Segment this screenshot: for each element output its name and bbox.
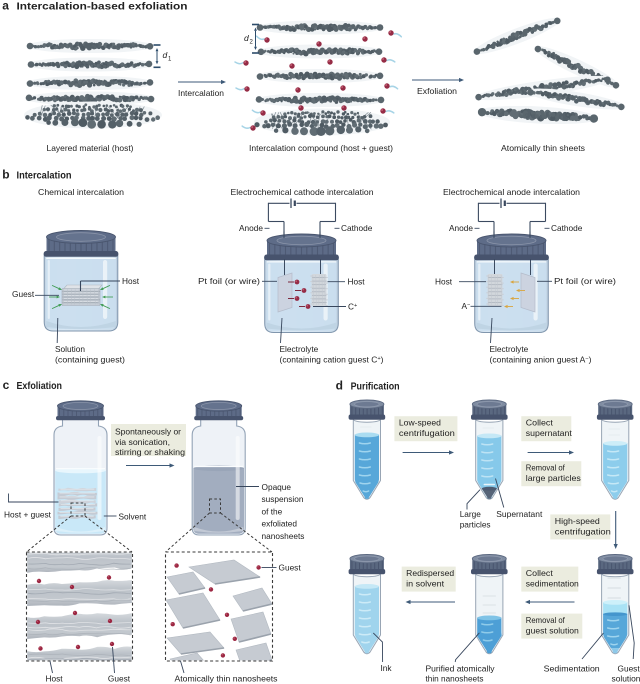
svg-text:Chemical intercalation: Chemical intercalation [38,187,124,197]
svg-text:(containing anion guest A−): (containing anion guest A−) [490,355,592,365]
svg-text:Cathode: Cathode [551,223,583,233]
svg-text:C+: C+ [348,302,357,312]
svg-text:Exfoliation: Exfoliation [17,381,63,392]
svg-text:Collect: Collect [526,418,554,428]
svg-text:d: d [163,50,168,60]
svg-text:d: d [244,33,249,43]
svg-text:(containing guest): (containing guest) [55,355,125,365]
svg-text:Pt foil (or wire): Pt foil (or wire) [554,276,616,286]
svg-text:stirring or shaking: stirring or shaking [115,447,185,457]
svg-text:Host: Host [45,674,63,684]
svg-text:Layered material (host): Layered material (host) [47,143,134,153]
svg-text:Collect: Collect [526,568,554,578]
svg-text:Removal of: Removal of [526,615,566,625]
svg-text:Guest: Guest [12,289,35,299]
svg-text:Atomically thin sheets: Atomically thin sheets [501,143,585,153]
svg-text:Electrochemical anode intercal: Electrochemical anode intercalation [443,187,580,197]
svg-text:Supernatant: Supernatant [496,509,543,519]
svg-text:1: 1 [168,57,172,63]
svg-text:Intercalation: Intercalation [17,170,72,181]
svg-text:thin nanosheets: thin nanosheets [426,673,484,683]
svg-text:Guest: Guest [618,663,640,673]
svg-text:guest solution: guest solution [526,626,579,636]
svg-text:Host: Host [348,277,366,287]
svg-text:Guest: Guest [108,674,131,684]
svg-text:centrifugation: centrifugation [399,428,455,438]
svg-text:Large: Large [460,509,482,519]
svg-text:Electrolyte: Electrolyte [490,344,529,354]
svg-text:Guest: Guest [279,563,302,573]
svg-text:particles: particles [460,520,491,530]
svg-text:Intercalation-based exfoliatio: Intercalation-based exfoliation [17,2,188,13]
svg-text:in solvent: in solvent [406,579,445,589]
svg-text:of the: of the [262,506,283,516]
svg-text:A−: A− [462,301,472,311]
svg-text:supernatant: supernatant [526,428,573,438]
svg-text:Intercalation: Intercalation [178,88,224,98]
svg-text:Purification: Purification [351,382,400,393]
svg-text:Opaque: Opaque [262,482,292,492]
svg-text:Cathode: Cathode [341,223,373,233]
svg-text:sedimentation: sedimentation [526,579,579,589]
svg-text:Ink: Ink [381,663,393,673]
svg-text:Host + guest: Host + guest [4,510,52,520]
svg-text:centrifugation: centrifugation [555,526,611,536]
svg-text:Sedimentation: Sedimentation [544,663,600,673]
svg-text:suspension: suspension [262,494,304,504]
svg-text:b: b [2,167,9,181]
svg-text:(containing cation guest C+): (containing cation guest C+) [280,355,384,365]
svg-text:Removal of: Removal of [526,463,566,473]
svg-text:Electrochemical cathode interc: Electrochemical cathode intercalation [231,187,374,197]
svg-text:Host: Host [122,276,140,286]
svg-text:Purified atomically: Purified atomically [426,663,496,673]
svg-text:Host: Host [435,277,453,287]
svg-text:Solution: Solution [55,344,85,354]
svg-text:Pt foil (or wire): Pt foil (or wire) [198,276,260,286]
svg-text:c: c [3,378,10,392]
svg-text:large particles: large particles [526,473,581,483]
svg-text:Solvent: Solvent [119,511,147,521]
svg-text:Anode: Anode [239,223,263,233]
svg-text:Redispersed: Redispersed [406,568,454,578]
svg-text:Electrolyte: Electrolyte [280,344,319,354]
svg-text:via sonication,: via sonication, [115,437,170,447]
svg-text:Spontaneously or: Spontaneously or [115,426,181,436]
svg-text:nanosheets: nanosheets [262,531,305,541]
svg-text:Intercalation compound (host +: Intercalation compound (host + guest) [249,143,393,153]
svg-text:exfoliated: exfoliated [262,519,298,529]
svg-text:Low-speed: Low-speed [399,418,441,428]
svg-text:a: a [2,0,9,13]
svg-text:solution: solution [612,673,640,683]
svg-text:2: 2 [250,40,254,46]
svg-text:Anode: Anode [449,223,473,233]
svg-text:High-speed: High-speed [555,516,600,526]
svg-text:Atomically thin nanosheets: Atomically thin nanosheets [175,674,278,684]
svg-text:Exfoliation: Exfoliation [417,86,457,96]
svg-text:d: d [336,379,343,393]
